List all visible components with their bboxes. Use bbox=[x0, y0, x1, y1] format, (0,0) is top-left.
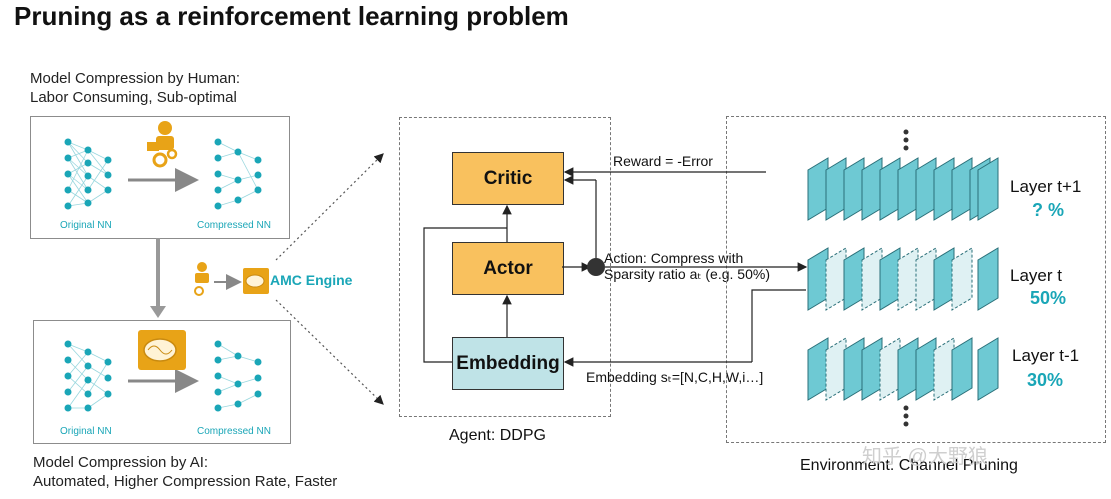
layer-name: Layer t bbox=[1010, 266, 1062, 285]
zoom-line-top bbox=[275, 153, 384, 261]
layer-ratio: ? % bbox=[1032, 200, 1065, 220]
ai-caption-line2: Automated, Higher Compression Rate, Fast… bbox=[33, 473, 338, 490]
human-caption: Model Compression by Human: Labor Consum… bbox=[30, 69, 240, 107]
human-caption-line1: Model Compression by Human: bbox=[30, 70, 241, 87]
ai-caption-line1: Model Compression by AI: bbox=[33, 454, 209, 471]
critic-block: Critic bbox=[452, 152, 564, 205]
ai-original-nn-label: Original NN bbox=[60, 426, 112, 437]
watermark: 知乎 @大野狼 bbox=[862, 446, 988, 468]
environment-label: Environment: Channel Pruning bbox=[800, 457, 1018, 474]
human-original-nn-label: Original NN bbox=[60, 220, 112, 231]
amc-engine-label: AMC Engine bbox=[270, 272, 353, 288]
human-compressed-nn-label: Compressed NN bbox=[197, 220, 271, 231]
action-label: Action: Compress with Sparsity ratio aₜ … bbox=[604, 250, 770, 283]
down-arrow-head bbox=[150, 306, 166, 318]
agent-label: Agent: DDPG bbox=[449, 427, 546, 444]
embedding-state-label: Embedding sₜ=[N,C,H,W,i…] bbox=[586, 369, 764, 385]
layer-ratio: 30% bbox=[1027, 370, 1064, 390]
layer-ratio: 50% bbox=[1030, 288, 1067, 308]
action-label-line2: Sparsity ratio aₜ (e.g. 50%) bbox=[604, 266, 770, 282]
layer-name: Layer t-1 bbox=[1012, 346, 1080, 365]
environment-box bbox=[726, 116, 1106, 443]
actor-block: Actor bbox=[452, 242, 564, 295]
small-engineer-icon bbox=[194, 262, 209, 296]
layer-name: Layer t+1 bbox=[1010, 177, 1082, 196]
embedding-block: Embedding bbox=[452, 337, 564, 390]
amc-engine-icon bbox=[243, 268, 269, 294]
ai-caption: Model Compression by AI: Automated, High… bbox=[33, 453, 337, 491]
zoom-line-bottom bbox=[275, 299, 384, 405]
reward-label: Reward = -Error bbox=[613, 153, 713, 169]
human-caption-line2: Labor Consuming, Sub-optimal bbox=[30, 89, 237, 106]
ai-compressed-nn-label: Compressed NN bbox=[197, 426, 271, 437]
action-label-line1: Action: Compress with bbox=[604, 250, 744, 266]
page-title: Pruning as a reinforcement learning prob… bbox=[14, 1, 569, 31]
